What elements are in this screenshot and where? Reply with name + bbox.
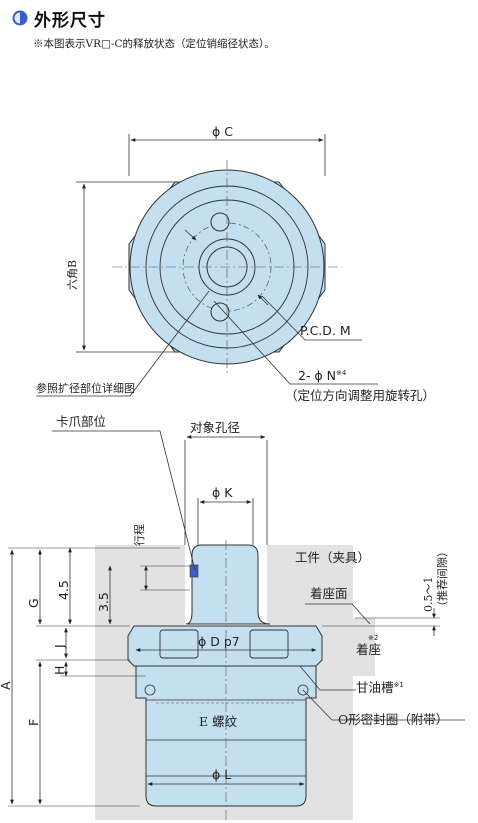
- oring-label: O形密封圈（附带）: [338, 712, 448, 727]
- rotation-hole-top: [210, 212, 230, 232]
- gap-value: 0.5～1: [422, 577, 435, 613]
- target-bore-label: 对象孔径: [190, 420, 240, 435]
- dim-35-label: 3.5: [96, 592, 111, 612]
- dim-f-label: F: [26, 719, 41, 726]
- workpiece-label: 工件（夹具）: [295, 550, 370, 565]
- pcd-label: P.C.D. M: [300, 323, 351, 338]
- bullet-circle-icon: [12, 10, 28, 26]
- claw-label: 卡爪部位: [56, 414, 106, 429]
- hex-b-label: 六角B: [66, 260, 79, 290]
- seat-sup: ※2: [368, 634, 378, 642]
- dim-d-label: ϕ D p7: [198, 634, 240, 649]
- dim-h-label: H: [52, 666, 67, 675]
- seat-face-label: 着座面: [310, 586, 348, 601]
- rotation-hole-bottom: [210, 302, 230, 322]
- locating-pin: [185, 544, 271, 625]
- dim-k-label: ϕ K: [212, 485, 233, 500]
- dim-a-label: A: [0, 681, 13, 690]
- dim-c-label: ϕ C: [212, 124, 233, 139]
- stroke-label: 行程: [133, 524, 146, 546]
- holes-label: 2- ϕ N※4: [298, 368, 347, 383]
- dim-j-label: J: [52, 644, 67, 649]
- body: [135, 665, 317, 807]
- detail-ref-label: 参照扩径部位详细图: [36, 381, 135, 395]
- release-state-note: ※本图表示VR□-C的释放状态（定位销缩径状态）。: [33, 38, 275, 50]
- side-view: 卡爪部位 对象孔径 ϕ K 行程 工件（夹具） 着座面 0.5～1 （推荐间隙）…: [0, 414, 465, 822]
- thread-label: E 螺纹: [199, 714, 238, 729]
- section-header: 外形尺寸: [12, 6, 106, 31]
- dim-g-label: G: [26, 598, 41, 608]
- top-view: ϕ C 六角B P.C.D. M 2- ϕ N※4 （定位方向调整用旋转孔） 参…: [36, 124, 435, 403]
- section-title: 外形尺寸: [34, 10, 106, 31]
- dim-l-label: ϕ L: [212, 767, 231, 782]
- grease-label: 甘油槽※1: [356, 680, 404, 695]
- gap-note: （推荐间隙）: [435, 546, 449, 612]
- dim-45-label: 4.5: [56, 580, 71, 600]
- seat-label: 着座: [356, 642, 381, 657]
- holes-note: （定位方向调整用旋转孔）: [285, 388, 435, 403]
